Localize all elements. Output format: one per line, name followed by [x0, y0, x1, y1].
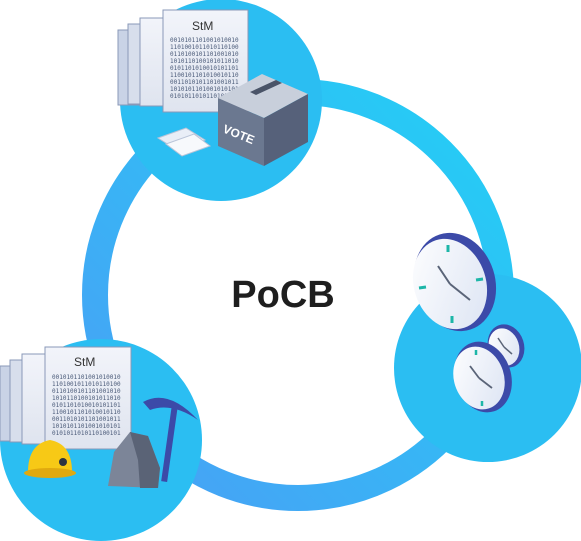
binary-line: 1100101101010010110 [52, 409, 121, 416]
binary-line: 0110100101101001010 [170, 51, 239, 58]
binary-line: 1010101101001010101 [52, 423, 121, 430]
binary-line: 0010101101001010010 [170, 37, 239, 44]
node-mining: StM 001010110100101001011010010110101101… [0, 339, 202, 541]
binary-line: 0010101101001010010 [52, 374, 121, 381]
node-voting: StM 001010110100101001011010010110101101… [117, 0, 322, 201]
binary-line: 1010110100101011010 [170, 58, 239, 65]
node-clocks [394, 232, 581, 462]
doc-title-voting: StM [192, 19, 213, 33]
binary-line: 0110100101101001010 [52, 388, 121, 395]
pickaxe-icon [143, 397, 198, 483]
binary-line: 1100101101010010110 [170, 72, 239, 79]
doc-title-mining: StM [74, 355, 95, 369]
binary-line: 1101001011010110100 [170, 44, 239, 51]
binary-line: 0101101010010101101 [170, 65, 239, 72]
ballot-box-icon: VOTE [218, 74, 308, 166]
binary-line: 0101011010110100101 [170, 93, 239, 100]
rock-icon [108, 432, 160, 488]
binary-line: 0011010101101001011 [52, 416, 121, 423]
binary-line: 0101101010010101101 [52, 402, 121, 409]
hard-hat-icon [24, 440, 76, 478]
binary-line: 1101001011010110100 [52, 381, 121, 388]
document-stack-icon: StM 001010110100101001011010010110101101… [0, 346, 132, 450]
binary-block: 0010101101001010010110100101101011010001… [170, 37, 239, 100]
banknote-icon [156, 127, 212, 157]
binary-block: 0010101101001010010110100101101011010001… [52, 374, 121, 437]
document-stack-icon: StM 001010110100101001011010010110101101… [117, 9, 249, 113]
binary-line: 1010110100101011010 [52, 395, 121, 402]
center-label: PoCB [231, 274, 334, 316]
binary-line: 0101011010110100101 [52, 430, 121, 437]
binary-line: 1010101101001010101 [170, 86, 239, 93]
clock-icon [412, 232, 497, 332]
clock-icon [453, 341, 512, 413]
binary-line: 0011010101101001011 [170, 79, 239, 86]
